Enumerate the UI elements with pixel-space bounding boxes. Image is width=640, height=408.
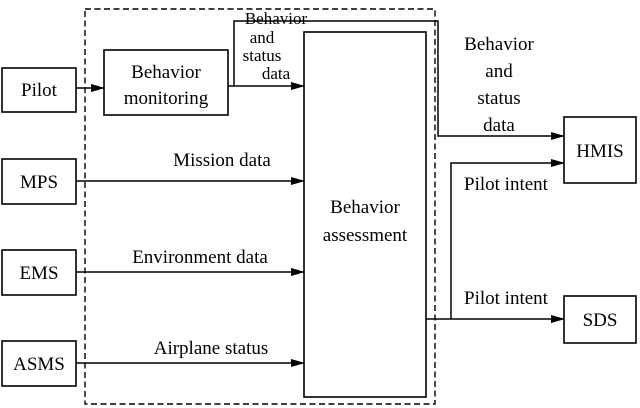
svg-text:data: data — [262, 64, 291, 83]
label-environment-data: Environment data — [132, 247, 268, 268]
svg-text:Behavior: Behavior — [245, 9, 308, 28]
svg-text:and: and — [485, 61, 513, 82]
ems-label: EMS — [19, 263, 58, 284]
svg-text:data: data — [483, 115, 515, 136]
behavior-assessment-block: Behavior assessment — [303, 31, 427, 398]
label-pilot-intent-hmis: Pilot intent — [464, 174, 549, 195]
svg-text:status: status — [477, 88, 520, 109]
svg-text:Behavior: Behavior — [464, 34, 534, 55]
label-behavior-status-inner: Behavior and status data — [243, 9, 308, 83]
arrow-behavior-status-to-hmis — [233, 20, 565, 140]
sds-block: SDS — [563, 295, 637, 344]
svg-text:and: and — [250, 28, 275, 47]
mps-label: MPS — [20, 172, 58, 193]
pilot-label: Pilot — [21, 80, 58, 101]
ems-block: EMS — [1, 249, 77, 296]
hmis-label: HMIS — [576, 141, 624, 162]
behavior-assessment-line-1: Behavior — [330, 197, 400, 218]
behavior-assessment-line-2: assessment — [323, 225, 408, 246]
sds-label: SDS — [583, 310, 618, 331]
label-pilot-intent-sds: Pilot intent — [464, 288, 549, 309]
asms-block: ASMS — [1, 340, 77, 387]
system-boundary — [84, 8, 436, 405]
behavior-monitoring-block: Behavior monitoring — [103, 49, 229, 116]
mps-block: MPS — [1, 158, 77, 205]
arrow-pilot-intent-to-hmis — [450, 159, 565, 319]
label-airplane-status: Airplane status — [154, 338, 269, 359]
hmis-block: HMIS — [563, 116, 637, 184]
pilot-block: Pilot — [1, 67, 77, 113]
behavior-monitoring-line-2: monitoring — [124, 88, 209, 109]
behavior-monitoring-line-1: Behavior — [131, 62, 201, 83]
svg-text:status: status — [243, 46, 282, 65]
label-mission-data: Mission data — [173, 150, 271, 171]
label-behavior-status-outer: Behavior and status data — [464, 34, 534, 136]
asms-label: ASMS — [13, 354, 65, 375]
